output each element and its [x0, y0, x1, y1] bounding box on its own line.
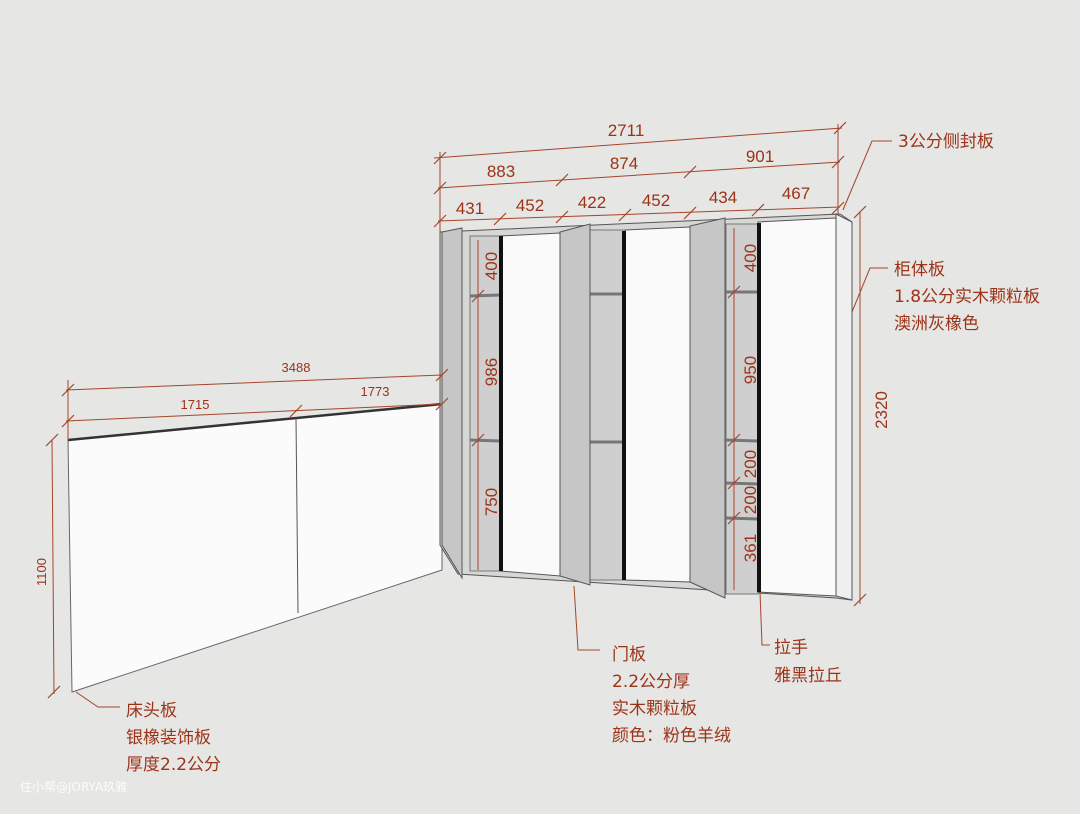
label-line: 2.2公分厚	[612, 672, 690, 692]
label-line: 澳洲灰橡色	[894, 314, 979, 334]
dim-section-1: 883	[487, 162, 515, 181]
label-side-panel: 3公分侧封板	[898, 132, 994, 152]
label-headboard: 床头板 银橡装饰板 厚度2.2公分	[126, 701, 221, 775]
dim-right-2: 950	[741, 356, 760, 384]
headboard-seam	[295, 417, 299, 614]
dim-headboard-total: 3488	[282, 360, 311, 375]
door-6	[757, 217, 837, 597]
wardrobe	[439, 213, 853, 601]
label-line: 门板	[612, 645, 646, 665]
label-line: 雅黑拉丘	[774, 666, 842, 686]
dim-headboard-right: 1773	[361, 384, 390, 399]
label-line: 床头板	[126, 701, 177, 721]
leader-lines	[75, 140, 892, 708]
dim-left-middle: 986	[482, 358, 501, 386]
door-1	[441, 227, 463, 580]
door-2	[499, 232, 561, 577]
label-line: 银橡装饰板	[126, 728, 211, 748]
label-line: 拉手	[774, 638, 808, 658]
dim-left-bottom: 750	[482, 488, 501, 516]
interior-middle	[589, 229, 626, 581]
label-carcass: 柜体板 1.8公分实木颗粒板 澳洲灰橡色	[894, 260, 1040, 334]
label-line: 1.8公分实木颗粒板	[894, 287, 1040, 307]
cabinet-dimensions: 2711 883 874 901 431 452 422 452 434 467…	[433, 121, 891, 607]
label-line: 颜色：粉色羊绒	[612, 726, 731, 746]
dim-door-5: 434	[709, 188, 737, 207]
headboard	[67, 402, 443, 693]
label-line: 柜体板	[894, 260, 945, 280]
dim-left-top: 400	[482, 252, 501, 280]
dim-right-3: 200	[741, 450, 760, 478]
dim-door-4: 452	[642, 191, 670, 210]
label-handle: 拉手 雅黑拉丘	[774, 638, 842, 686]
dim-cabinet-height: 2320	[872, 391, 891, 429]
headboard-dimensions: 3488 1715 1773 1100	[34, 360, 449, 699]
shelves	[469, 290, 759, 521]
dim-door-6: 467	[782, 184, 810, 203]
dim-headboard-height: 1100	[34, 558, 49, 586]
dim-door-1: 431	[456, 199, 484, 218]
dim-door-3: 422	[578, 193, 606, 212]
dim-section-2: 874	[610, 154, 638, 173]
dim-right-5: 361	[741, 534, 760, 562]
interior-right	[725, 223, 759, 595]
door-5	[689, 217, 726, 599]
side-panel	[835, 213, 853, 601]
dim-right-1: 400	[741, 244, 760, 272]
dim-total-width: 2711	[608, 121, 645, 140]
dim-headboard-left: 1715	[181, 397, 210, 412]
door-4	[624, 226, 691, 583]
interior-left	[469, 235, 501, 572]
label-line: 厚度2.2公分	[126, 755, 221, 775]
dim-right-4: 200	[741, 486, 760, 514]
label-line: 实木颗粒板	[612, 699, 697, 719]
door-3	[559, 223, 591, 586]
dim-section-3: 901	[746, 147, 774, 166]
label-door: 门板 2.2公分厚 实木颗粒板 颜色：粉色羊绒	[612, 645, 731, 746]
dim-door-2: 452	[516, 196, 544, 215]
watermark: 住小帮@JORYA玖雅	[20, 779, 127, 794]
